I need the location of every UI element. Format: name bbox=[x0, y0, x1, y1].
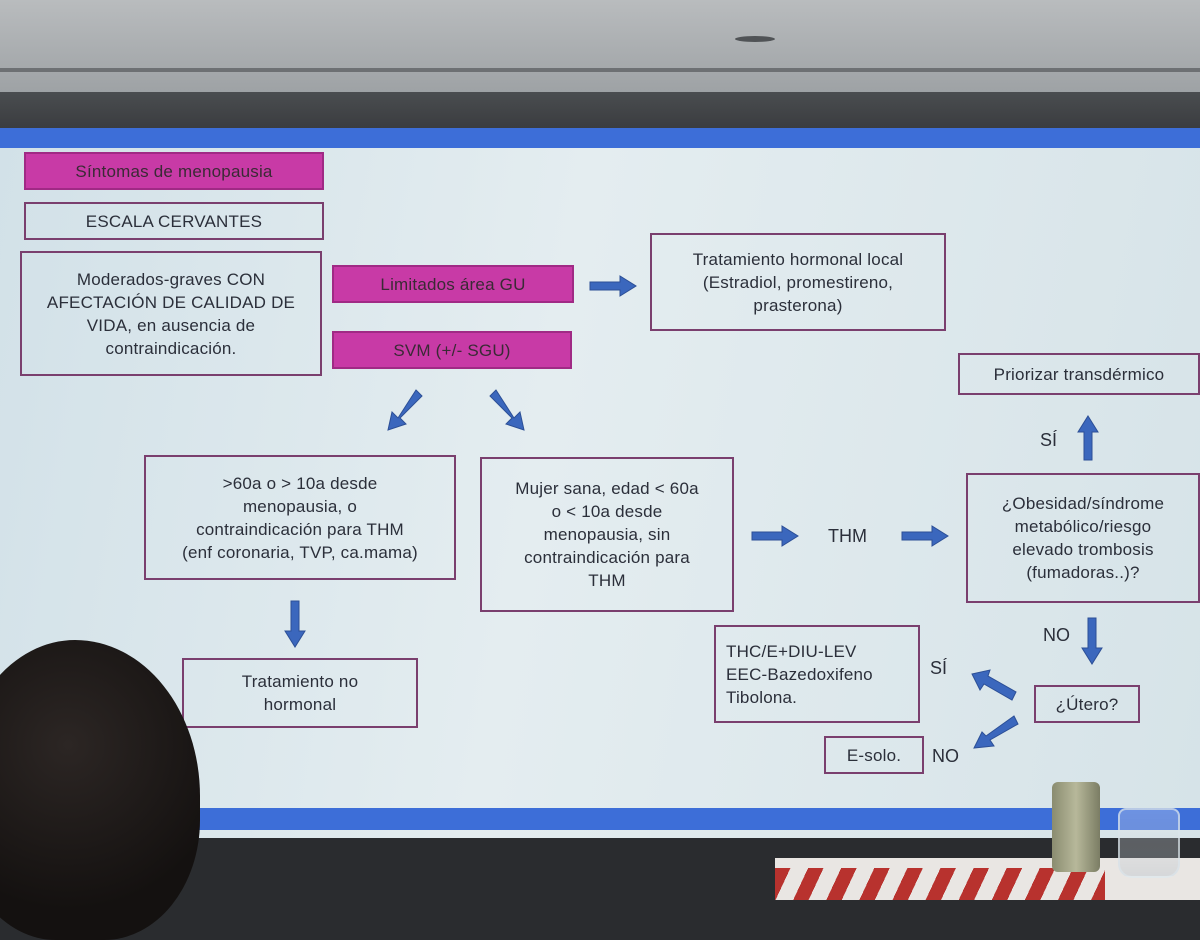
no-left-label: NO bbox=[932, 746, 959, 766]
local-treatment-box: Tratamiento hormonal local (Estradiol, p… bbox=[650, 233, 946, 331]
bottle bbox=[1052, 782, 1100, 872]
svm-box: SVM (+/- SGU) bbox=[332, 331, 572, 369]
thm-label: THM bbox=[828, 526, 867, 546]
yes-left-label: SÍ bbox=[930, 658, 948, 678]
arrow-right-icon bbox=[901, 525, 949, 547]
severity-box: Moderados-graves CON AFECTACIÓN DE CALID… bbox=[20, 251, 322, 376]
healthy-woman-box: Mujer sana, edad < 60a o < 10a desde men… bbox=[480, 457, 734, 612]
arrow-down-left-icon bbox=[387, 389, 423, 431]
title-box: Síntomas de menopausia bbox=[24, 152, 324, 190]
water-glass bbox=[1118, 808, 1180, 878]
no-down-label: NO bbox=[1043, 625, 1070, 645]
arrow-down-icon bbox=[1081, 617, 1103, 665]
slide-top-bar bbox=[0, 128, 1200, 148]
arrow-right-icon bbox=[589, 275, 637, 297]
arrow-right-icon bbox=[751, 525, 799, 547]
yes-up-label: SÍ bbox=[1040, 430, 1058, 450]
audience-head bbox=[0, 640, 200, 940]
ceiling-light bbox=[735, 36, 775, 42]
transdermal-box: Priorizar transdérmico bbox=[958, 353, 1200, 395]
scale-box: ESCALA CERVANTES bbox=[24, 202, 324, 240]
ceiling-seam bbox=[0, 68, 1200, 72]
contraindication-box: >60a o > 10a desde menopausia, o contrai… bbox=[144, 455, 456, 580]
projected-slide: Síntomas de menopausia ESCALA CERVANTES … bbox=[0, 128, 1200, 838]
estrogen-only-box: E-solo. bbox=[824, 736, 924, 774]
arrow-up-icon bbox=[1077, 415, 1099, 461]
non-hormonal-box: Tratamiento no hormonal bbox=[182, 658, 418, 728]
obesity-question-box: ¿Obesidad/síndrome metabólico/riesgo ele… bbox=[966, 473, 1200, 603]
combined-options-box: THC/E+DIU-LEV EEC-Bazedoxifeno Tibolona. bbox=[714, 625, 920, 723]
stage-decoration bbox=[775, 868, 1105, 900]
arrow-down-right-icon bbox=[489, 389, 525, 431]
arrow-down-left-icon bbox=[973, 715, 1019, 749]
arrow-up-left-icon bbox=[971, 669, 1017, 701]
screen-frame bbox=[0, 92, 1200, 130]
arrow-down-icon bbox=[284, 600, 306, 648]
uterus-question-box: ¿Útero? bbox=[1034, 685, 1140, 723]
slide-bottom-bar bbox=[190, 808, 1200, 830]
gu-limited-box: Limitados área GU bbox=[332, 265, 574, 303]
ceiling bbox=[0, 0, 1200, 92]
